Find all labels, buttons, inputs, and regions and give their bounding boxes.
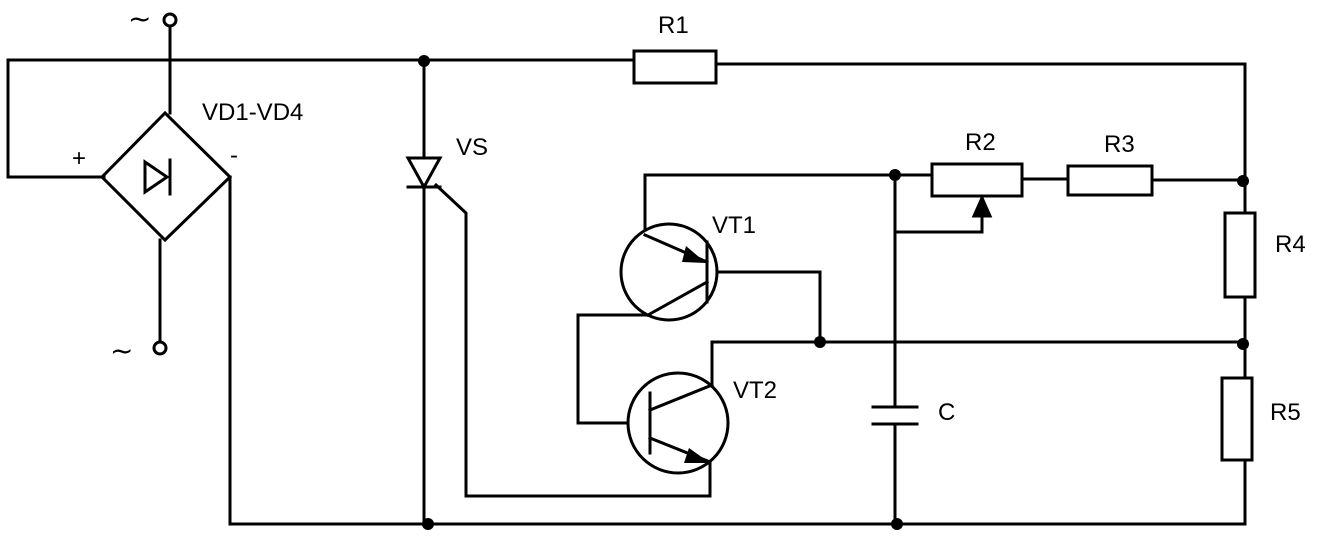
ac-terminal-top [162,12,178,115]
transistor-vt1 [619,222,719,322]
label-r5: R5 [1270,399,1301,426]
label-vt2: VT2 [733,377,777,404]
ac-terminal-bottom [152,238,168,356]
ac-symbol-top: ~ [128,2,151,35]
label-r2: R2 [965,129,996,156]
resistor-r2 [930,162,1024,218]
junction-dot [422,518,434,530]
junction-dot [814,336,826,348]
resistor-r3 [1066,164,1154,197]
diode-bridge [99,110,233,243]
junction-dot [891,518,903,530]
label-vs: VS [456,134,488,161]
junction-dot [1237,338,1249,350]
capacitor-c [871,405,919,426]
transistor-vt2 [626,371,730,475]
junction-dots [418,55,1249,530]
label-vd1-vd4: VD1-VD4 [202,99,303,126]
label-vt1: VT1 [712,212,756,239]
junction-dot [1237,175,1249,187]
resistor-r4 [1223,211,1257,299]
resistor-r1 [632,49,718,85]
ac-symbol-bottom: ~ [110,334,133,367]
label-minus: - [230,142,238,169]
label-c: C [938,399,955,426]
label-r1: R1 [658,12,689,39]
wires [6,58,1247,526]
label-plus: + [72,145,86,172]
thyristor-vs [405,156,443,191]
resistor-r5 [1220,376,1254,462]
junction-dot [418,55,430,67]
label-r4: R4 [1275,231,1306,258]
label-r3: R3 [1104,131,1135,158]
junction-dot [889,169,901,181]
